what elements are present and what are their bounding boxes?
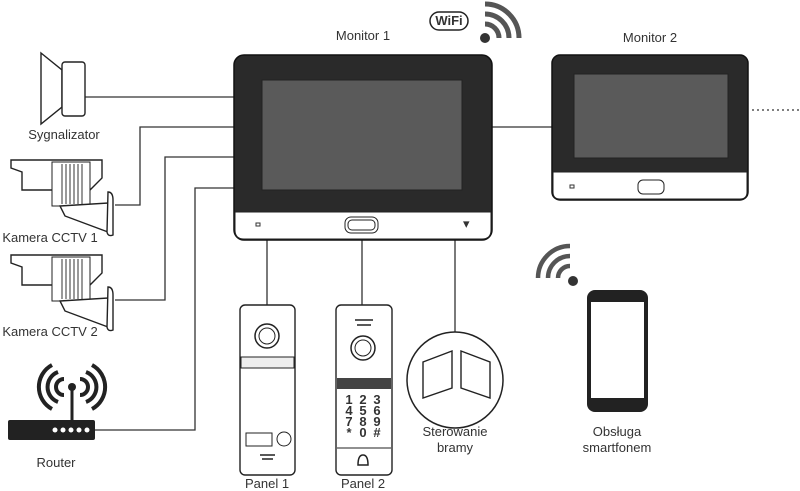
wifi-badge: WiFi: [429, 11, 469, 31]
camera-2-label: Kamera CCTV 2: [2, 324, 97, 339]
wires: [85, 96, 800, 431]
keypad-key: 4: [345, 403, 353, 418]
router-label: Router: [36, 455, 76, 470]
monitor-1-home-button: [344, 216, 379, 234]
wire-camera2: [115, 156, 234, 301]
monitor-1: ▾ Monitor 1: [233, 28, 493, 241]
keypad-key: *: [346, 425, 352, 440]
keypad-key: 7: [345, 414, 352, 429]
keypad-key: 3: [373, 392, 380, 407]
wifi-signal-icon: [480, 1, 522, 43]
phone-label-1: Obsługa: [593, 424, 642, 439]
keypad-key: 1: [345, 392, 352, 407]
keypad-key: #: [373, 425, 381, 440]
phone-label-2: smartfonem: [583, 440, 652, 455]
wire-camera1: [115, 126, 234, 206]
panel-2-label: Panel 2: [341, 476, 385, 491]
panel-1-nameplate: [245, 432, 273, 447]
keypad-key: 8: [359, 414, 366, 429]
monitor-1-label: Monitor 1: [336, 28, 390, 43]
monitor-2-screen: [573, 73, 729, 159]
monitor-2-label: Monitor 2: [623, 30, 677, 45]
gate-control-icon: Sterowanie bramy: [406, 331, 504, 455]
keypad-key: 6: [373, 403, 380, 418]
cctv-camera-2-icon: Kamera CCTV 2: [2, 254, 114, 339]
keypad-key: 2: [359, 392, 366, 407]
siren-icon: Sygnalizator: [28, 51, 100, 142]
svg-text:▾: ▾: [463, 216, 470, 231]
panel-1-label: Panel 1: [245, 476, 289, 491]
keypad-key: 9: [373, 414, 380, 429]
camera-1-label: Kamera CCTV 1: [2, 230, 97, 245]
smartphone-icon: Obsługa smartfonem: [535, 243, 652, 455]
monitor-2-home-button: [637, 179, 665, 195]
gate-label-1: Sterowanie: [422, 424, 487, 439]
monitor-1-screen: [261, 79, 463, 191]
keypad-key: 5: [359, 403, 366, 418]
keypad-key: 0: [359, 425, 366, 440]
sygnalizator-label: Sygnalizator: [28, 127, 100, 142]
panel-1-call-button: [276, 431, 292, 447]
gate-label-2: bramy: [437, 440, 474, 455]
bell-icon: [357, 454, 369, 466]
cctv-camera-1-icon: Kamera CCTV 1: [2, 159, 114, 245]
door-panel-1: Panel 1: [239, 304, 296, 491]
monitor-2: Monitor 2: [551, 30, 749, 201]
svg-text:WiFi: WiFi: [435, 13, 462, 28]
wire-router: [95, 187, 234, 431]
router-icon: Router: [8, 363, 108, 470]
